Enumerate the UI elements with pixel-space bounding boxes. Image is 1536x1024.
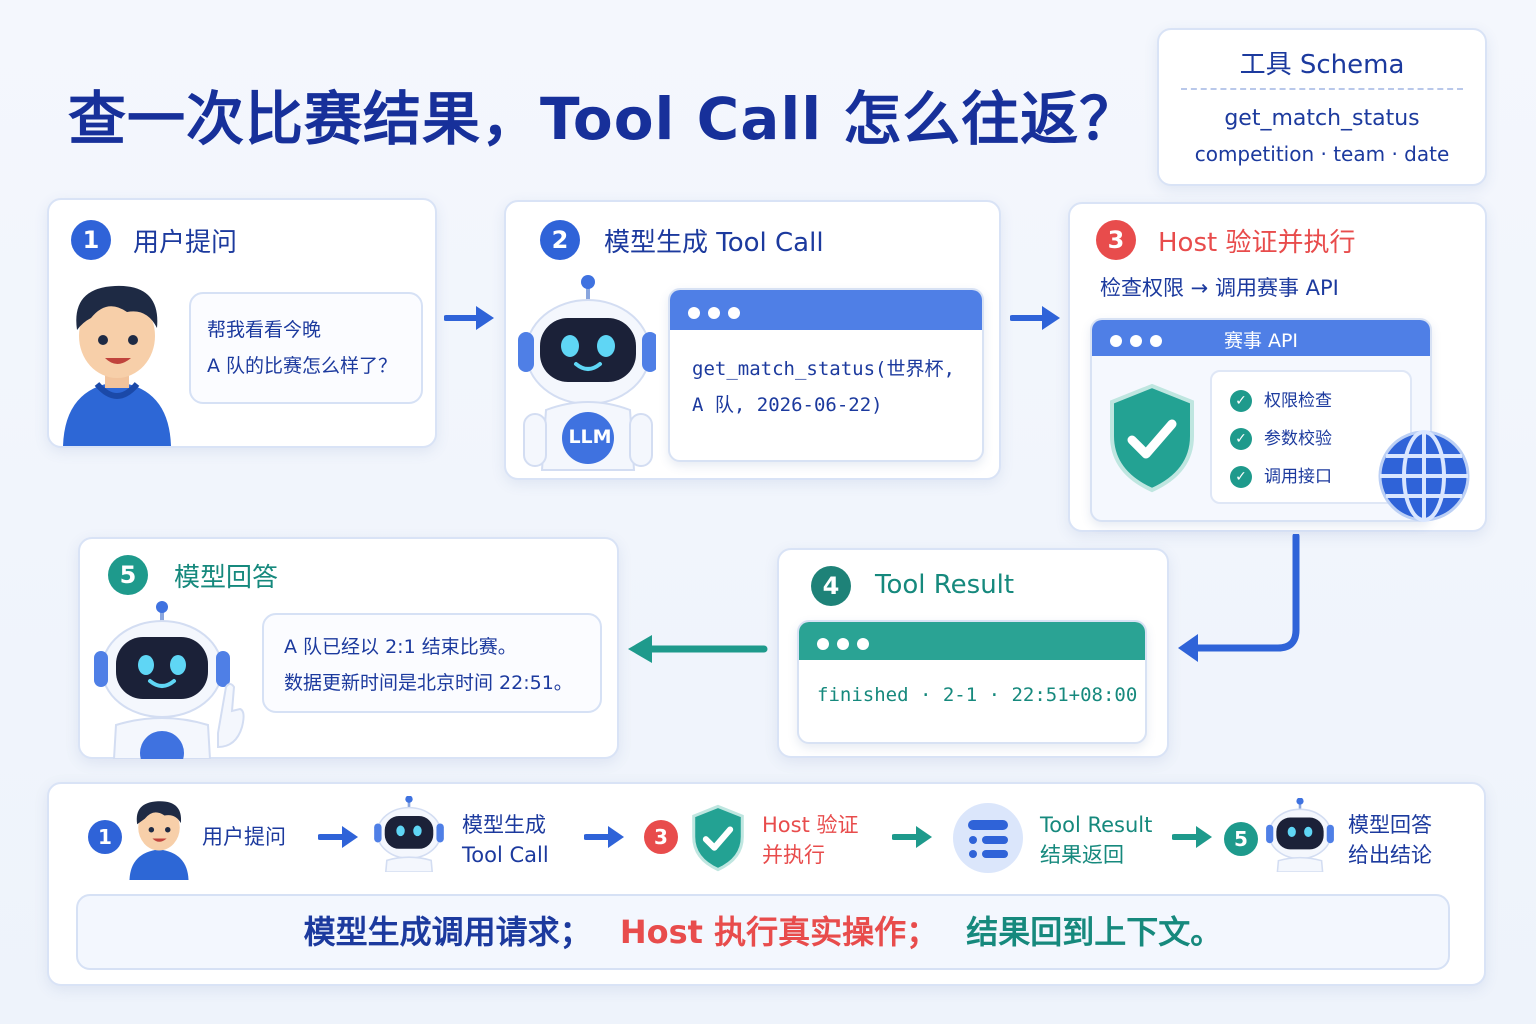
arrow-right-icon — [892, 826, 932, 848]
step5-title: 模型回答 — [174, 563, 279, 593]
summary-sentence: 模型生成调用请求； Host 执行真实操作； 结果回到上下文。 — [76, 894, 1450, 970]
shield-check-icon — [1110, 383, 1194, 493]
step3-card: 3 Host 验证并执行 检查权限 → 调用赛事 API 赛事 API ✓ 权限检… — [1068, 202, 1487, 532]
flow-label-5-line1: 模型回答 — [1348, 813, 1432, 837]
flow-label-4: Tool Result 结果返回 — [1040, 810, 1152, 870]
arrow-right-icon — [584, 826, 624, 848]
llm-robot-icon — [1266, 798, 1334, 872]
schema-title: 工具 Schema — [1239, 50, 1405, 80]
step2-code-window: get_match_status(世界杯, A 队, 2026-06-22) — [668, 288, 984, 462]
flow-label-3: Host 验证 并执行 — [762, 810, 859, 870]
step1-title: 用户提问 — [133, 228, 238, 258]
flow-label-2: 模型生成 Tool Call — [462, 810, 549, 870]
summary-part3: 结果回到上下文。 — [966, 913, 1223, 951]
check-icon: ✓ — [1230, 466, 1252, 488]
user-avatar-icon — [63, 285, 171, 446]
arrow-right-icon — [444, 306, 494, 330]
step2-number: 2 — [540, 220, 580, 260]
check-row-permission: ✓ 权限检查 — [1230, 386, 1332, 412]
flow-number-1: 1 — [88, 820, 122, 854]
flow-label-5-line2: 给出结论 — [1348, 843, 1432, 867]
checklist-panel: ✓ 权限检查 ✓ 参数校验 ✓ 调用接口 — [1210, 370, 1412, 504]
flow-label-4-line2: 结果返回 — [1040, 843, 1124, 867]
flow-label-2-line1: 模型生成 — [462, 813, 546, 837]
flow-number-3: 3 — [644, 820, 678, 854]
step1-bubble-line1: 帮我看看今晚 — [207, 319, 322, 341]
step4-card: 4 Tool Result finished · 2-1 · 22:51+08:… — [777, 548, 1169, 758]
flow-label-2-line2: Tool Call — [462, 843, 549, 867]
check-label-2: 参数校验 — [1264, 429, 1332, 449]
shield-check-icon — [692, 804, 744, 872]
step2-title: 模型生成 Tool Call — [604, 228, 824, 258]
summary-part2: Host 执行真实操作； — [619, 913, 939, 951]
llm-robot-icon — [518, 275, 656, 471]
api-window-bar: 赛事 API — [1092, 320, 1430, 356]
step2-window-bar — [670, 290, 982, 330]
flow-label-3-line1: Host 验证 — [762, 813, 859, 837]
flow-number-5: 5 — [1224, 822, 1258, 856]
step2-card: 2 模型生成 Tool Call LLM get_match_status(世界… — [504, 200, 1001, 480]
result-window-bar — [799, 622, 1145, 660]
step2-robot-badge: LLM — [568, 426, 612, 448]
step2-code-line2: A 队, 2026-06-22) — [692, 394, 883, 416]
step5-bubble: A 队已经以 2:1 结束比赛。 数据更新时间是北京时间 22:51。 — [262, 613, 602, 713]
page-title: 查一次比赛结果，Tool Call 怎么往返？ — [68, 85, 1139, 153]
schema-divider — [1181, 88, 1463, 90]
check-icon: ✓ — [1230, 390, 1252, 412]
check-row-params: ✓ 参数校验 — [1230, 424, 1332, 450]
flow-label-4-line1: Tool Result — [1040, 813, 1153, 837]
flow-label-3-line2: 并执行 — [762, 843, 825, 867]
step1-number: 1 — [71, 220, 111, 260]
list-result-icon — [953, 803, 1023, 873]
schema-params: competition · team · date — [1194, 142, 1450, 166]
flow-label-1: 用户提问 — [202, 825, 286, 849]
llm-robot-icon — [94, 601, 245, 759]
step1-card: 1 用户提问 帮我看看今晚 A 队的比赛怎么样了？ — [47, 198, 437, 448]
api-window-title: 赛事 API — [1223, 330, 1299, 352]
check-icon: ✓ — [1230, 428, 1252, 450]
arrow-right-icon — [1010, 306, 1060, 330]
step3-subtitle: 检查权限 → 调用赛事 API — [1100, 276, 1339, 300]
api-window: 赛事 API ✓ 权限检查 ✓ 参数校验 ✓ 调用接口 — [1090, 318, 1432, 522]
step5-answer-line1: A 队已经以 2:1 结束比赛。 — [284, 636, 517, 658]
check-label-3: 调用接口 — [1264, 467, 1332, 487]
step1-bubble-line2: A 队的比赛怎么样了？ — [207, 355, 398, 377]
step1-bubble: 帮我看看今晚 A 队的比赛怎么样了？ — [189, 292, 423, 404]
check-label-1: 权限检查 — [1264, 391, 1332, 411]
step4-title: Tool Result — [875, 570, 1015, 600]
tool-result-text: finished · 2-1 · 22:51+08:00 — [817, 684, 1138, 706]
step3-number: 3 — [1096, 220, 1136, 260]
summary-part1: 模型生成调用请求； — [303, 913, 592, 951]
step5-number: 5 — [108, 555, 148, 595]
arrow-elbow-icon — [1178, 534, 1300, 662]
arrow-right-icon — [1172, 826, 1212, 848]
step2-code-line1: get_match_status(世界杯, — [692, 358, 955, 380]
step4-number: 4 — [811, 566, 851, 606]
arrow-right-icon — [318, 826, 358, 848]
arrow-left-icon — [628, 635, 768, 663]
schema-function: get_match_status — [1224, 106, 1420, 131]
schema-card: 工具 Schema get_match_status competition ·… — [1157, 28, 1487, 186]
result-window: finished · 2-1 · 22:51+08:00 — [797, 620, 1147, 744]
llm-robot-icon — [374, 796, 444, 872]
step3-title: Host 验证并执行 — [1158, 228, 1356, 258]
check-row-call: ✓ 调用接口 — [1230, 462, 1332, 488]
globe-icon — [1378, 430, 1470, 522]
flow-label-5: 模型回答 给出结论 — [1348, 810, 1432, 870]
step5-answer-line2: 数据更新时间是北京时间 22:51。 — [284, 672, 573, 694]
step5-card: 5 模型回答 A 队已经以 2:1 结束比赛。 数据更新时间是北京时间 22:5… — [78, 537, 619, 759]
user-avatar-icon — [129, 801, 189, 880]
